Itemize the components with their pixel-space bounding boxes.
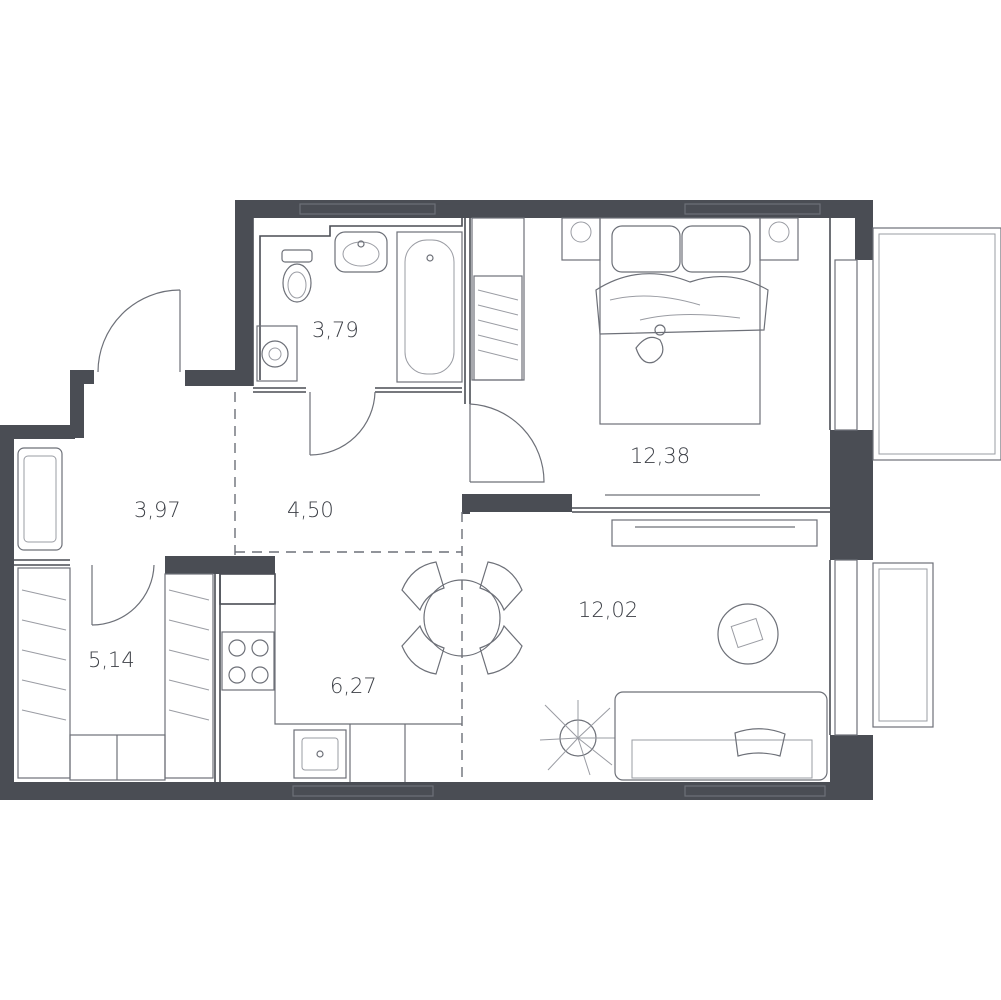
bathtub-icon	[396, 231, 463, 383]
walls	[0, 200, 873, 800]
room-area-bathroom: 3,79	[312, 318, 359, 342]
windows	[292, 203, 858, 797]
room-area-kitchen: 6,27	[330, 674, 377, 698]
balcony-icon	[872, 227, 1001, 728]
coffee-table-icon	[717, 603, 779, 665]
room-area-bedroom: 12,38	[630, 444, 690, 468]
partitions	[14, 218, 831, 782]
door-swing-icon	[91, 289, 545, 626]
dining-table-icon	[401, 561, 523, 675]
stove-icon	[221, 631, 275, 691]
bed-icon	[561, 217, 799, 425]
kitchen-sink-icon	[293, 729, 347, 779]
room-area-entry: 3,97	[134, 498, 181, 522]
plant-icon	[539, 700, 615, 776]
sofa-icon	[17, 447, 63, 551]
room-area-wardrobe: 5,14	[88, 648, 135, 672]
kitchen-counter	[274, 604, 462, 782]
dog-icon	[635, 324, 666, 364]
room-area-living: 12,02	[578, 598, 638, 622]
washing-machine-icon	[256, 325, 298, 382]
toilet-icon	[281, 249, 313, 303]
sink-icon	[334, 231, 388, 273]
wardrobe-icon	[17, 567, 214, 781]
sofa-icon	[614, 691, 828, 781]
zone-dividers	[234, 392, 463, 782]
room-area-hall: 4,50	[287, 498, 334, 522]
wardrobe-icon	[471, 217, 525, 381]
tv-icon	[605, 494, 818, 547]
